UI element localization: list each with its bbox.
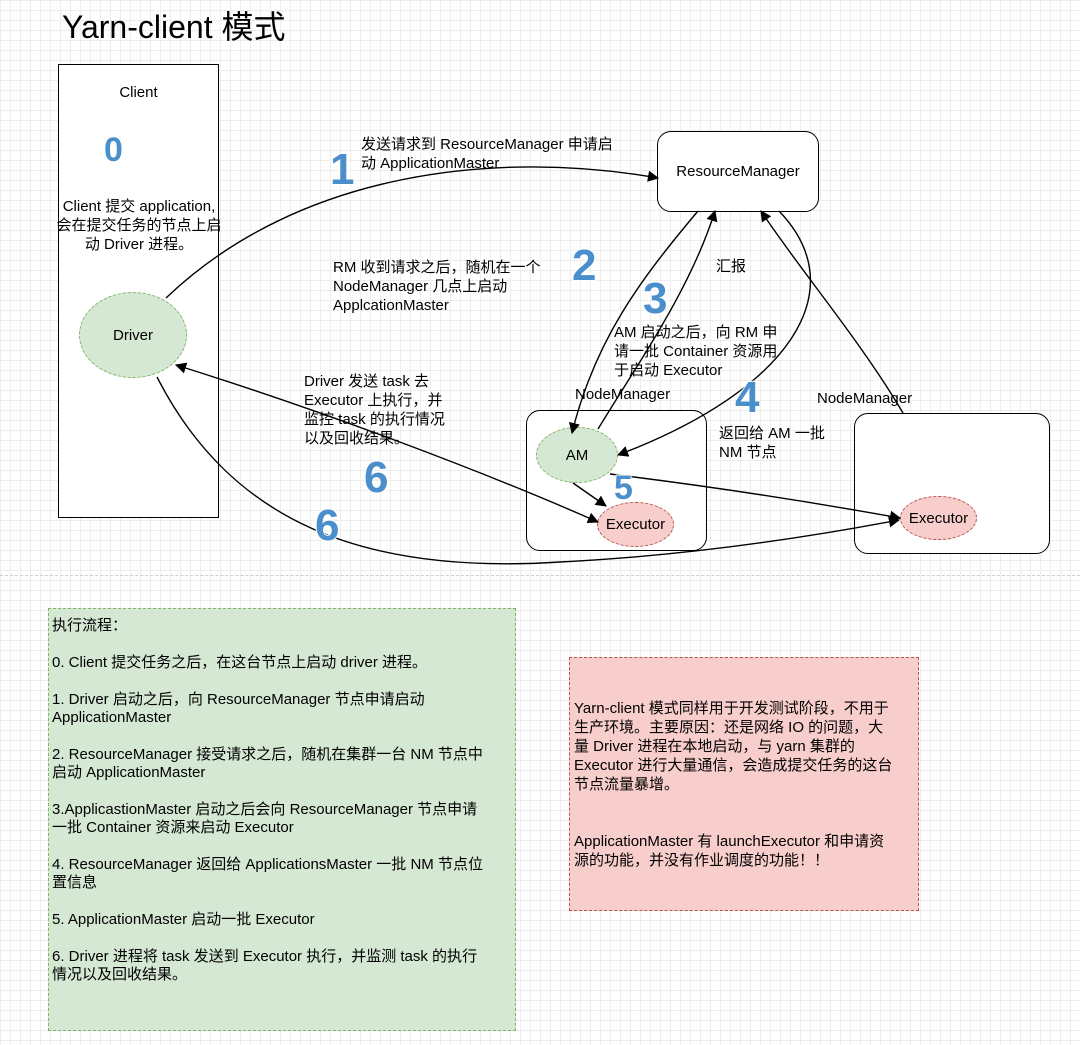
executor-1-node: Executor [597,502,674,547]
arrow-driver-executor-1 [174,362,600,524]
client-desc-line: Client 提交 application, [62,198,216,215]
client-label: Client [119,84,158,101]
label-line: 于启动 Executor [614,362,723,379]
flow-note-step: 4. ResourceManager 返回给 ApplicationsMaste… [52,856,483,891]
step-4-number: 4 [734,373,760,422]
resource-manager-box: ResourceManager [657,131,819,212]
label-line: Executor 上执行，并 [304,392,443,409]
client-desc-line: 会在提交任务的节点上启 [56,217,222,234]
arrow-am-to-executor-1 [572,482,607,507]
label-line: NM 节点 [719,444,777,461]
label-line: ApplcationMaster [333,297,449,314]
flow-note-step: 3.ApplicastionMaster 启动之后会向 ResourceMana… [52,801,478,836]
label-step-3: AM 启动之后，向 RM 申 请一批 Container 资源用 于启动 Exe… [614,323,777,380]
flow-note-step: 0. Client 提交任务之后，在这台节点上启动 driver 进程。 [52,654,428,671]
label-line: NodeManager 几点上启动 [333,278,508,295]
arrow-driver-executor-2 [156,376,901,565]
label-line: AM 启动之后，向 RM 申 [614,324,778,341]
side-note-spacer [574,795,914,813]
executor-1-label: Executor [605,516,666,533]
executor-2-node: Executor [900,496,977,540]
step-1-number: 1 [329,145,355,194]
arrow-am-to-rm [597,209,718,430]
page-title: Yarn-client 模式 [62,9,286,45]
step-0-number: 0 [103,131,123,169]
arrow-nm2-report-to-rm [760,210,904,414]
label-step-2: RM 收到请求之后，随机在一个 NodeManager 几点上启动 Applca… [333,258,541,315]
side-note-line: 生产环境。主要原因：还是网络 IO 的问题，大 [574,719,884,736]
side-note-line: 源的功能，并没有作业调度的功能！！ [574,852,830,869]
executor-2-label: Executor [908,509,969,527]
execution-flow-note: 执行流程： 0. Client 提交任务之后，在这台节点上启动 driver 进… [48,608,516,1031]
client-desc-line: 动 Driver 进程。 [84,236,194,253]
flow-note-step: 6. Driver 进程将 task 发送到 Executor 执行，并监测 t… [52,948,478,983]
flow-note-step: 5. ApplicationMaster 启动一批 Executor [52,911,315,928]
side-note-line: Yarn-client 模式同样用于开发测试阶段，不用于 [574,700,889,717]
arrow-am-to-executor-2 [609,473,902,522]
label-line: 发送请求到 ResourceManager 申请启 [361,136,613,153]
resource-manager-label: ResourceManager [676,163,800,180]
step-6b-number: 6 [314,501,340,550]
arrow-driver-to-rm [165,166,660,299]
step-5-number: 5 [613,469,633,507]
side-note-line: Executor 进行大量通信，会造成提交任务的这台 [574,757,893,774]
label-step-1: 发送请求到 ResourceManager 申请启 动 ApplicationM… [361,135,613,173]
yarn-client-note: Yarn-client 模式同样用于开发测试阶段，不用于 生产环境。主要原因：还… [569,657,919,911]
label-step-6: Driver 发送 task 去 Executor 上执行，并 监控 task … [304,372,445,448]
client-description: Client 提交 application, 会在提交任务的节点上启 动 Dri… [46,197,232,254]
node-manager-2-label: NodeManager [817,390,913,407]
label-line: RM 收到请求之后，随机在一个 [333,259,541,276]
label-line: 以及回收结果。 [304,430,410,447]
step-3-number: 3 [642,274,668,323]
step-6a-number: 6 [363,453,389,502]
label-step-4: 返回给 AM 一批 NM 节点 [719,424,825,462]
label-line: 监控 task 的执行情况 [304,411,445,428]
flow-note-step: 2. ResourceManager 接受请求之后，随机在集群一台 NM 节点中… [52,746,483,781]
label-line: 请一批 Container 资源用 [614,343,778,360]
step-2-number: 2 [571,241,597,290]
driver-label: Driver [113,326,153,344]
flow-note-step: 1. Driver 启动之后，向 ResourceManager 节点申请启动 … [52,691,425,726]
side-note-line: 量 Driver 进程在本地启动，与 yarn 集群的 [574,738,855,755]
side-note-line: ApplicationMaster 有 launchExecutor 和申请资 [574,833,885,850]
side-note-spacer [574,814,914,832]
section-separator [0,575,1080,576]
label-line: 返回给 AM 一批 [719,425,825,442]
arrow-rm-return-to-am [616,210,812,457]
label-report: 汇报 [716,258,747,275]
label-line: Driver 发送 task 去 [304,373,430,390]
driver-node: Driver [79,292,187,378]
flow-note-title: 执行流程： [52,617,128,634]
flow-arrows [156,166,904,565]
label-line: 动 ApplicationMaster [361,155,500,172]
side-note-line: 节点流量暴增。 [574,776,680,793]
